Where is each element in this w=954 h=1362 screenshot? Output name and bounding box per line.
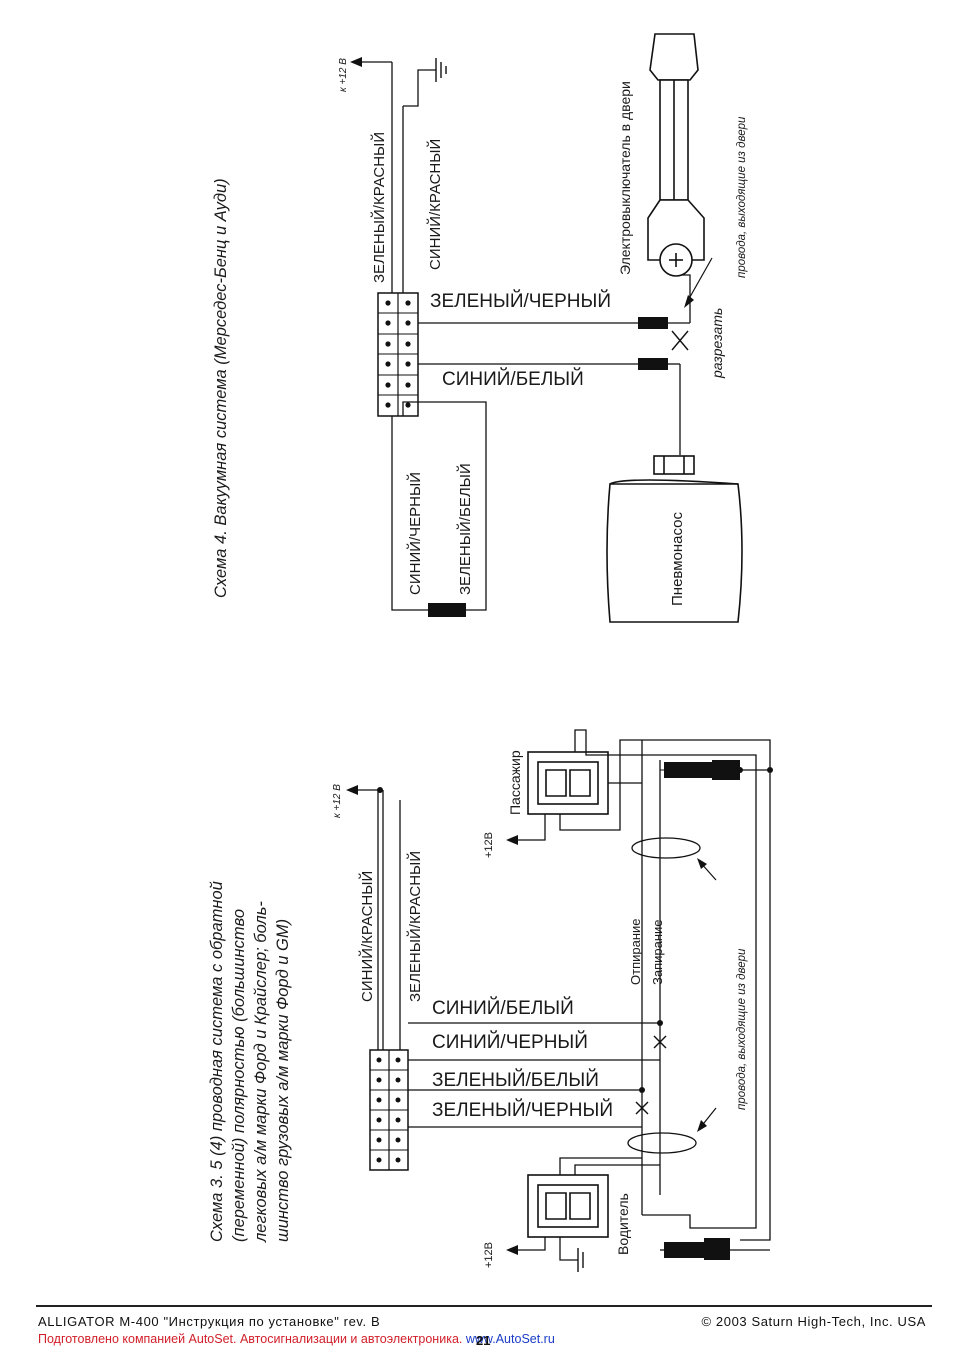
footer-credit: Подготовлено компанией AutoSet. Автосигн… <box>38 1332 555 1346</box>
scheme4-wire-blue-red: СИНИЙ/КРАСНЫЙ <box>426 139 444 270</box>
scheme4-wires-from-door: провода, выходящие из двери <box>736 116 748 278</box>
scheme4-ground-icon <box>435 58 447 82</box>
scheme4-wire-green-black: ЗЕЛЕНЫЙ/ЧЕРНЫЙ <box>430 290 611 312</box>
scheme4-connector <box>377 292 419 417</box>
scheme4-title: Схема 4. Вакуумная система (Мерседес-Бен… <box>212 178 230 598</box>
svg-text:легковых а/м марки Форд и Край: легковых а/м марки Форд и Крайслер; боль… <box>252 901 270 1243</box>
scheme3-cut-marks <box>635 1035 667 1115</box>
scheme4-wire-green-red: ЗЕЛЕНЫЙ/КРАСНЫЙ <box>370 132 388 283</box>
plus12-label-driver: +12В <box>483 1242 495 1268</box>
scheme3-wire-green-white: ЗЕЛЕНЫЙ/БЕЛЫЙ <box>432 1069 599 1091</box>
scheme4-inline-connector-3 <box>428 603 466 617</box>
scheme4-wire-blue-white: СИНИЙ/БЕЛЫЙ <box>442 368 584 390</box>
vacuum-pump-label: Пневмонасос <box>669 512 686 606</box>
scheme3-power-label: к +12 В <box>332 784 343 818</box>
svg-text:Схема 3. 5 (4) проводная систе: Схема 3. 5 (4) проводная система с обрат… <box>208 881 226 1242</box>
scheme3-wire-blue-black: СИНИЙ/ЧЕРНЫЙ <box>432 1031 588 1053</box>
scheme4-inline-connector-2 <box>638 358 668 370</box>
passenger-switch-icon <box>527 751 609 815</box>
vacuum-pump-icon <box>606 455 743 623</box>
door-switch-label: Электровыключатель в двери <box>617 81 633 275</box>
scheme3-wire-blue-white: СИНИЙ/БЕЛЫЙ <box>432 997 574 1019</box>
door-switch-icon <box>647 33 705 277</box>
cable-loop-top <box>631 837 701 859</box>
footer-credit-link[interactable]: www.AutoSet.ru <box>465 1332 555 1346</box>
footer-manual-title: ALLIGATOR M-400 "Инструкция по установке… <box>38 1314 381 1329</box>
driver-label: Водитель <box>615 1193 631 1255</box>
scheme4-cut-marks <box>671 330 689 351</box>
scheme3-wire-green-red: ЗЕЛЕНЫЙ/КРАСНЫЙ <box>406 851 424 1002</box>
scheme3-door-connector-passenger <box>660 760 773 780</box>
scheme-3: Схема 3. 5 (4) проводная система с обрат… <box>208 729 773 1272</box>
scheme3-wire-green-black: ЗЕЛЕНЫЙ/ЧЕРНЫЙ <box>432 1099 613 1121</box>
scheme4-cut-label: разрезать <box>709 308 725 379</box>
scheme4-power-label: к +12 В <box>338 58 349 92</box>
scheme4-wire-blue-black: СИНИЙ/ЧЕРНЫЙ <box>406 472 424 595</box>
scheme3-power-arrow <box>346 785 358 795</box>
scheme-4: Схема 4. Вакуумная система (Мерседес-Бен… <box>212 33 748 623</box>
footer-credit-text: Подготовлено компанией AutoSet. Автосигн… <box>38 1332 463 1346</box>
page-footer: ALLIGATOR M-400 "Инструкция по установке… <box>0 1300 954 1362</box>
unlock-label: Отпирание <box>628 919 643 986</box>
passenger-label: Пассажир <box>507 750 523 815</box>
scheme4-wire-green-white: ЗЕЛЕНЫЙ/БЕЛЫЙ <box>456 463 474 595</box>
plus12-label-passenger: +12В <box>483 832 495 858</box>
scheme4-inline-connector-1 <box>638 317 668 329</box>
driver-ground-icon <box>577 1248 584 1272</box>
footer-rule <box>36 1305 932 1307</box>
page-number: 21 <box>476 1333 491 1348</box>
cable-loop-bottom <box>627 1132 697 1154</box>
footer-copyright: © 2003 Saturn High-Tech, Inc. USA <box>701 1314 926 1329</box>
scheme4-power-arrow <box>350 57 362 67</box>
scheme3-title: Схема 3. 5 (4) проводная система с обрат… <box>208 881 292 1243</box>
lock-label: Запирание <box>650 919 665 985</box>
scheme3-door-connector-driver <box>642 1214 770 1260</box>
svg-text:(переменной) полярностью (боль: (переменной) полярностью (большинство <box>230 909 248 1242</box>
scheme3-wires-from-door: провода, выходящие из двери <box>736 948 748 1110</box>
driver-switch-icon <box>527 1174 609 1238</box>
scheme3-connector <box>369 1049 409 1171</box>
wiring-diagrams: Схема 4. Вакуумная система (Мерседес-Бен… <box>208 33 773 1272</box>
svg-text:шинство грузовых а/м марки Фор: шинство грузовых а/м марки Форд и GM) <box>274 919 292 1242</box>
scheme3-wire-blue-red: СИНИЙ/КРАСНЫЙ <box>358 871 376 1002</box>
